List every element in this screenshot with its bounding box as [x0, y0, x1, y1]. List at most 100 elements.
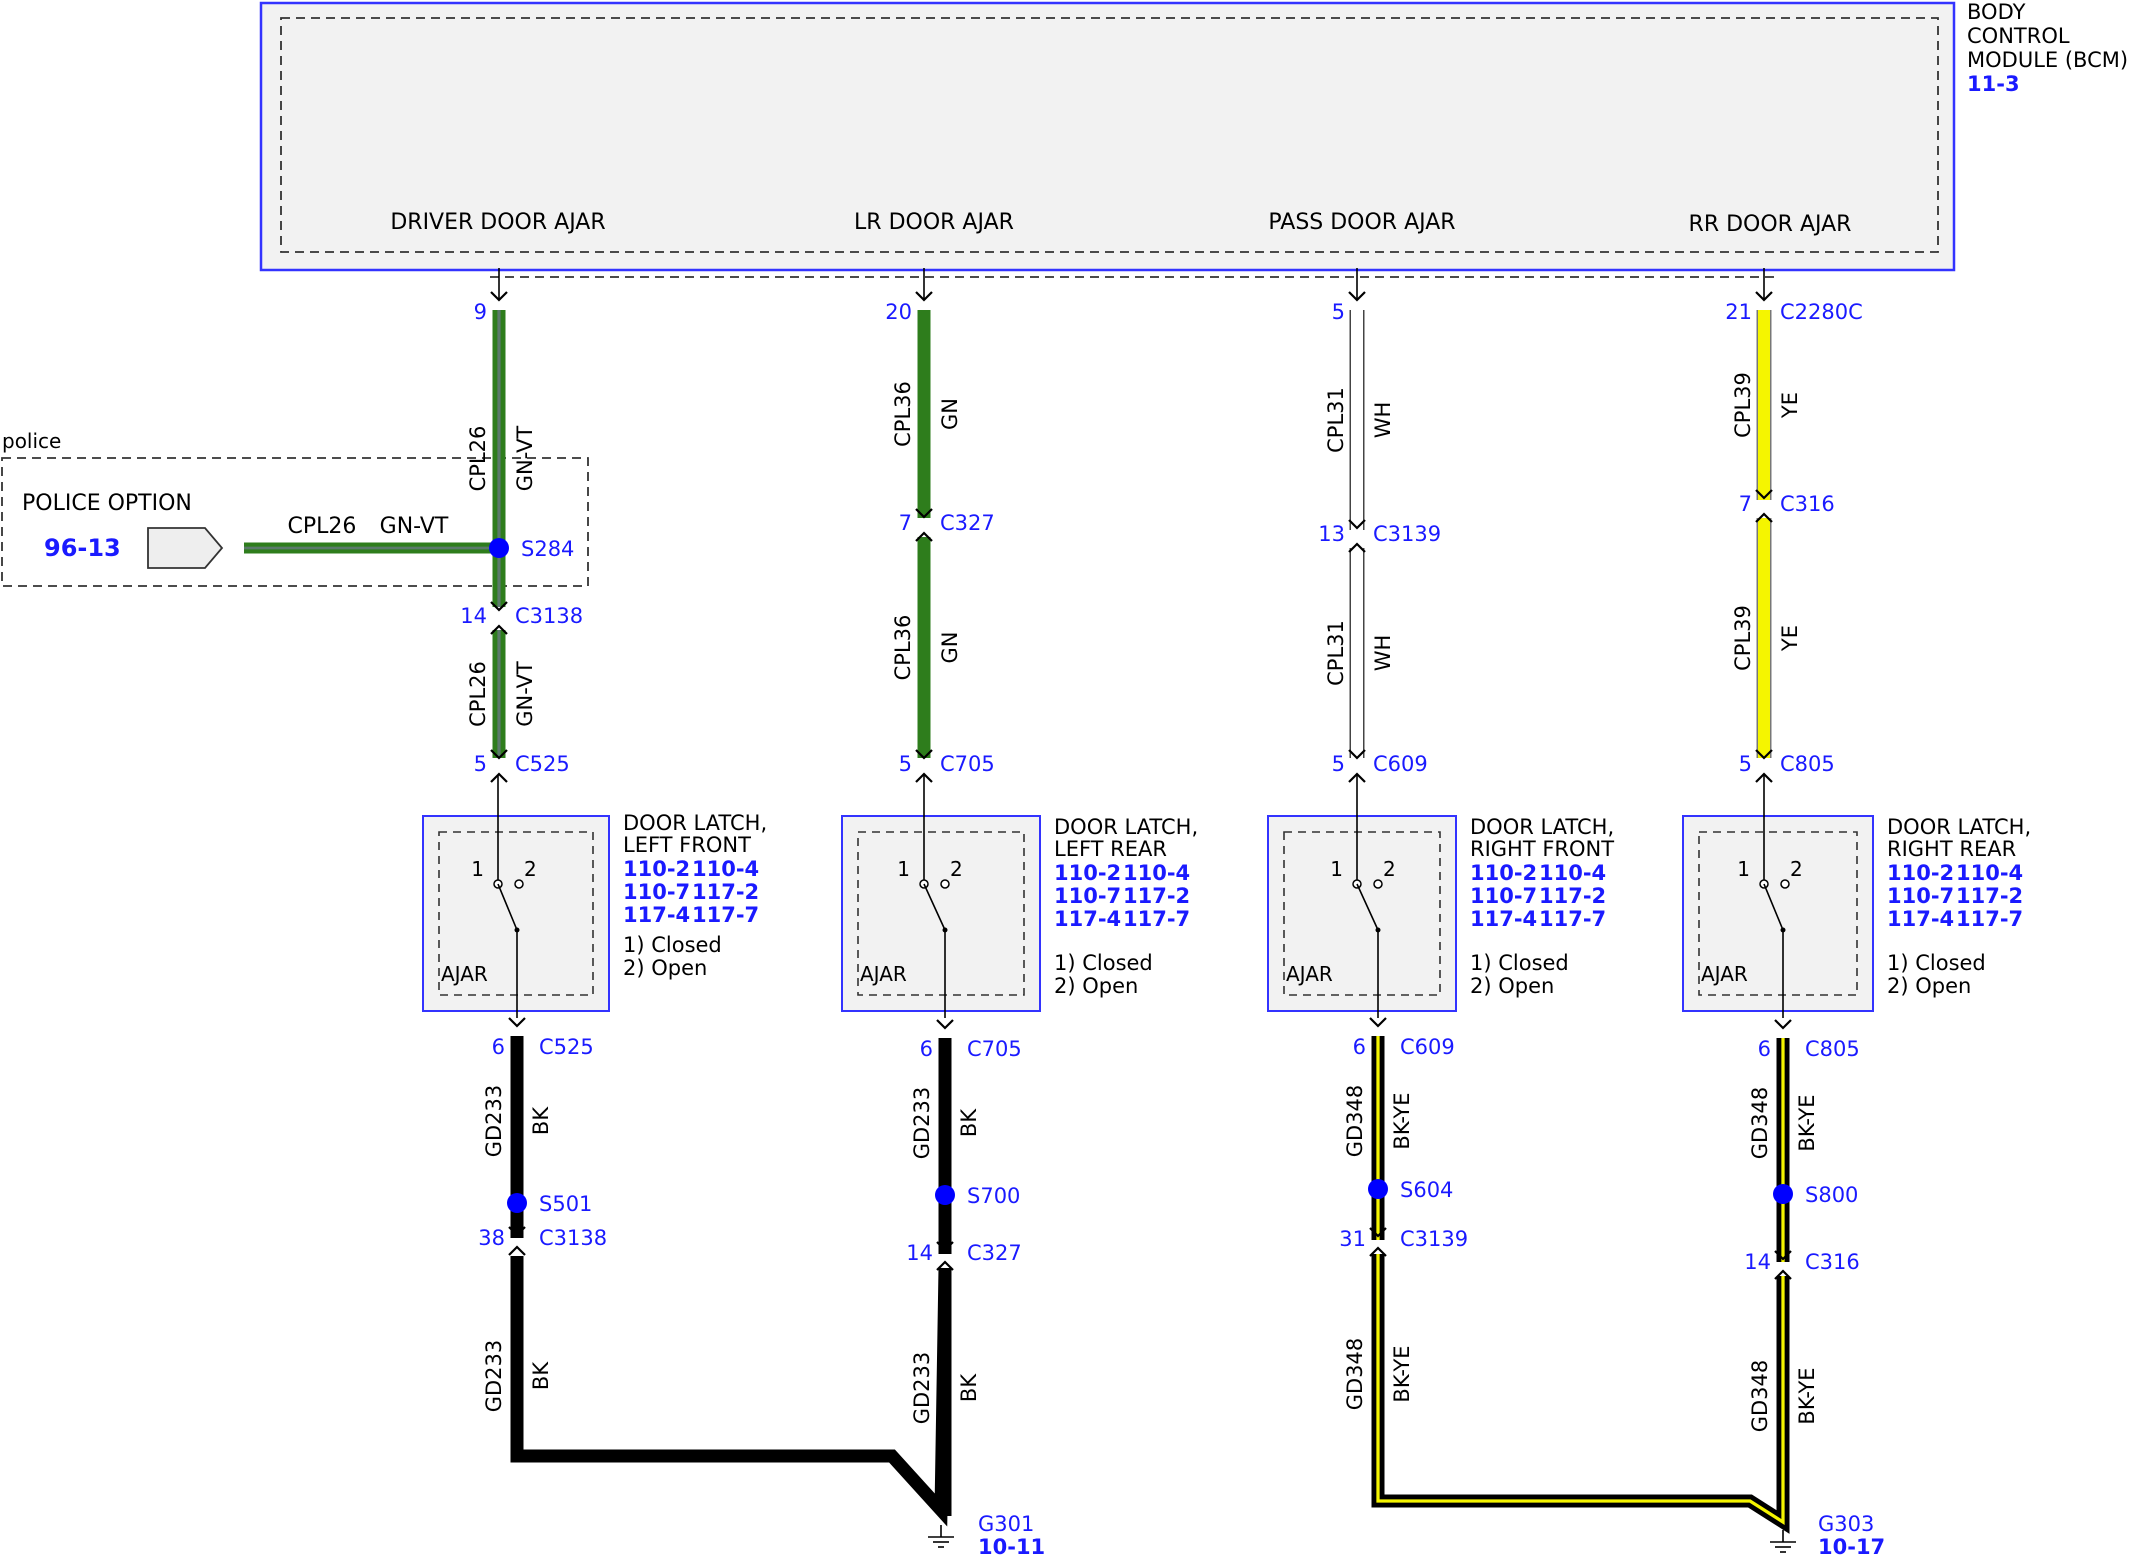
- connector-chevron-lf-1-a[interactable]: [490, 601, 508, 612]
- ground-g303-icon: [1770, 1530, 1796, 1553]
- door-latch-lr-ref-5[interactable]: 117-7: [1123, 907, 1190, 931]
- connector-id-rr-upper-1[interactable]: C316: [1780, 492, 1835, 516]
- splice-lf-lower[interactable]: [507, 1193, 527, 1213]
- connector-chevron-rr-bcm[interactable]: [1755, 291, 1773, 302]
- door-latch-lr-ref-1[interactable]: 110-4: [1123, 861, 1190, 885]
- pin-label-rr-door-ajar: RR DOOR AJAR: [1689, 212, 1852, 237]
- door-latch-lr-ref-3[interactable]: 117-2: [1123, 884, 1190, 908]
- door-latch-lf-ref-2[interactable]: 110-7: [623, 880, 690, 904]
- connector-id-rf-upper-1[interactable]: C3139: [1373, 522, 1441, 546]
- connector-chevron-rr-2-b[interactable]: [1755, 772, 1773, 783]
- connector-chevron-lr-1-a[interactable]: [915, 508, 933, 519]
- door-latch-rr-ref-0[interactable]: 110-2: [1887, 861, 1954, 885]
- splice-lr-lower[interactable]: [935, 1185, 955, 1205]
- connector-chevron-rf-lower-1[interactable]: [1369, 1017, 1387, 1028]
- connector-id-lr-lower-1[interactable]: C705: [967, 1037, 1022, 1061]
- connector-chevron-lr-1-b[interactable]: [915, 531, 933, 542]
- door-latch-rr[interactable]: [1682, 815, 1874, 1012]
- connector-chevron-rr-lower-1[interactable]: [1774, 1019, 1792, 1030]
- connector-chevron-rf-2-a[interactable]: [1348, 749, 1366, 760]
- connector-id-lf-upper-1[interactable]: C3138: [515, 604, 583, 628]
- splice-rf-lower-id[interactable]: S604: [1400, 1178, 1453, 1202]
- connector-chevron-rf-lower-2a[interactable]: [1369, 1227, 1387, 1238]
- ground-g303-id[interactable]: G303: [1818, 1512, 1874, 1536]
- connector-id-lf-lower-2[interactable]: C3138: [539, 1226, 607, 1250]
- door-latch-lf-ref-5[interactable]: 117-7: [692, 903, 759, 927]
- connector-id-rr-upper-0[interactable]: C2280C: [1780, 300, 1863, 324]
- door-latch-rf-ref-0[interactable]: 110-2: [1470, 861, 1537, 885]
- connector-chevron-lr-lower-2a[interactable]: [936, 1241, 954, 1252]
- door-latch-rf-ref-2[interactable]: 110-7: [1470, 884, 1537, 908]
- door-latch-rf[interactable]: [1267, 815, 1457, 1012]
- door-latch-lr-ref-4[interactable]: 117-4: [1054, 907, 1121, 931]
- connector-id-lf-upper-2[interactable]: C525: [515, 752, 570, 776]
- splice-rr-lower[interactable]: [1773, 1184, 1793, 1204]
- connector-chevron-lr-lower-2b[interactable]: [936, 1260, 954, 1271]
- wire-rf-lower-2: [1371, 1254, 1790, 1534]
- connector-chevron-rf-2-b[interactable]: [1348, 772, 1366, 783]
- connector-chevron-lf-1-b[interactable]: [490, 624, 508, 635]
- connector-chevron-rr-1-a[interactable]: [1755, 489, 1773, 500]
- connector-chevron-rf-lower-2b[interactable]: [1369, 1246, 1387, 1257]
- connector-chevron-rr-2-a[interactable]: [1755, 749, 1773, 760]
- connector-chevron-lf-lower-1[interactable]: [508, 1017, 526, 1028]
- connector-id-rr-lower-2[interactable]: C316: [1805, 1250, 1860, 1274]
- wire-rr-lower-2-circuit: GD348: [1748, 1360, 1772, 1433]
- bcm-ref-link[interactable]: 11-3: [1967, 72, 2020, 96]
- door-latch-lr-ref-2[interactable]: 110-7: [1054, 884, 1121, 908]
- connector-id-rf-lower-2[interactable]: C3139: [1400, 1227, 1468, 1251]
- connector-chevron-rf-bcm[interactable]: [1348, 291, 1366, 302]
- connector-chevron-lf-lower-2b[interactable]: [508, 1245, 526, 1256]
- connector-chevron-rf-1-a[interactable]: [1348, 519, 1366, 530]
- pin-number-rf-upper-0: 5: [1332, 300, 1345, 324]
- ground-g301-ref-link[interactable]: 10-11: [978, 1535, 1045, 1558]
- police-connector-arrow-icon[interactable]: [147, 527, 224, 569]
- door-latch-rf-ref-1[interactable]: 110-4: [1539, 861, 1606, 885]
- connector-chevron-lr-2-a[interactable]: [915, 749, 933, 760]
- connector-chevron-lr-lower-1[interactable]: [936, 1019, 954, 1030]
- door-latch-lf-ref-0[interactable]: 110-2: [623, 857, 690, 881]
- splice-rf-lower[interactable]: [1368, 1179, 1388, 1199]
- connector-id-lr-upper-2[interactable]: C705: [940, 752, 995, 776]
- connector-chevron-lf-2-b[interactable]: [490, 772, 508, 783]
- door-latch-lr[interactable]: [841, 815, 1041, 1012]
- splice-rr-lower-id[interactable]: S800: [1805, 1183, 1858, 1207]
- connector-id-lr-lower-2[interactable]: C327: [967, 1241, 1022, 1265]
- door-latch-rf-ref-5[interactable]: 117-7: [1539, 907, 1606, 931]
- connector-chevron-lf-bcm[interactable]: [490, 291, 508, 302]
- door-latch-rr-ref-5[interactable]: 117-7: [1956, 907, 2023, 931]
- connector-id-rr-lower-1[interactable]: C805: [1805, 1037, 1860, 1061]
- splice-lf-upper[interactable]: [489, 538, 509, 558]
- door-latch-lf-ref-4[interactable]: 117-4: [623, 903, 690, 927]
- splice-lf-upper-id[interactable]: S284: [521, 537, 574, 561]
- door-latch-lr-ref-0[interactable]: 110-2: [1054, 861, 1121, 885]
- door-latch-rf-ref-3[interactable]: 117-2: [1539, 884, 1606, 908]
- connector-id-rr-upper-2[interactable]: C805: [1780, 752, 1835, 776]
- connector-chevron-lr-bcm[interactable]: [915, 291, 933, 302]
- splice-lr-lower-id[interactable]: S700: [967, 1184, 1020, 1208]
- connector-id-lf-lower-1[interactable]: C525: [539, 1035, 594, 1059]
- connector-id-lr-upper-1[interactable]: C327: [940, 511, 995, 535]
- connector-id-rf-lower-1[interactable]: C609: [1400, 1035, 1455, 1059]
- bcm-module[interactable]: [259, 1, 1956, 278]
- door-latch-lf-ref-1[interactable]: 110-4: [692, 857, 759, 881]
- connector-chevron-rr-1-b[interactable]: [1755, 512, 1773, 523]
- connector-chevron-lf-lower-2a[interactable]: [508, 1226, 526, 1237]
- connector-chevron-lr-2-b[interactable]: [915, 772, 933, 783]
- connector-chevron-rf-1-b[interactable]: [1348, 542, 1366, 553]
- door-latch-rr-ref-3[interactable]: 117-2: [1956, 884, 2023, 908]
- ground-g301-id[interactable]: G301: [978, 1512, 1034, 1536]
- door-latch-rf-ref-4[interactable]: 117-4: [1470, 907, 1537, 931]
- door-latch-lf[interactable]: [422, 815, 610, 1012]
- splice-lf-lower-id[interactable]: S501: [539, 1192, 592, 1216]
- connector-id-rf-upper-2[interactable]: C609: [1373, 752, 1428, 776]
- door-latch-lf-ref-3[interactable]: 117-2: [692, 880, 759, 904]
- door-latch-rr-ref-1[interactable]: 110-4: [1956, 861, 2023, 885]
- connector-chevron-lf-2-a[interactable]: [490, 749, 508, 760]
- door-latch-rr-ref-4[interactable]: 117-4: [1887, 907, 1954, 931]
- door-latch-rr-ref-2[interactable]: 110-7: [1887, 884, 1954, 908]
- police-option-ref-link[interactable]: 96-13: [44, 534, 121, 562]
- connector-chevron-rr-lower-2a[interactable]: [1774, 1250, 1792, 1261]
- ground-g303-ref-link[interactable]: 10-17: [1818, 1535, 1885, 1558]
- wire-lf-lower-1-color: BK: [529, 1106, 553, 1135]
